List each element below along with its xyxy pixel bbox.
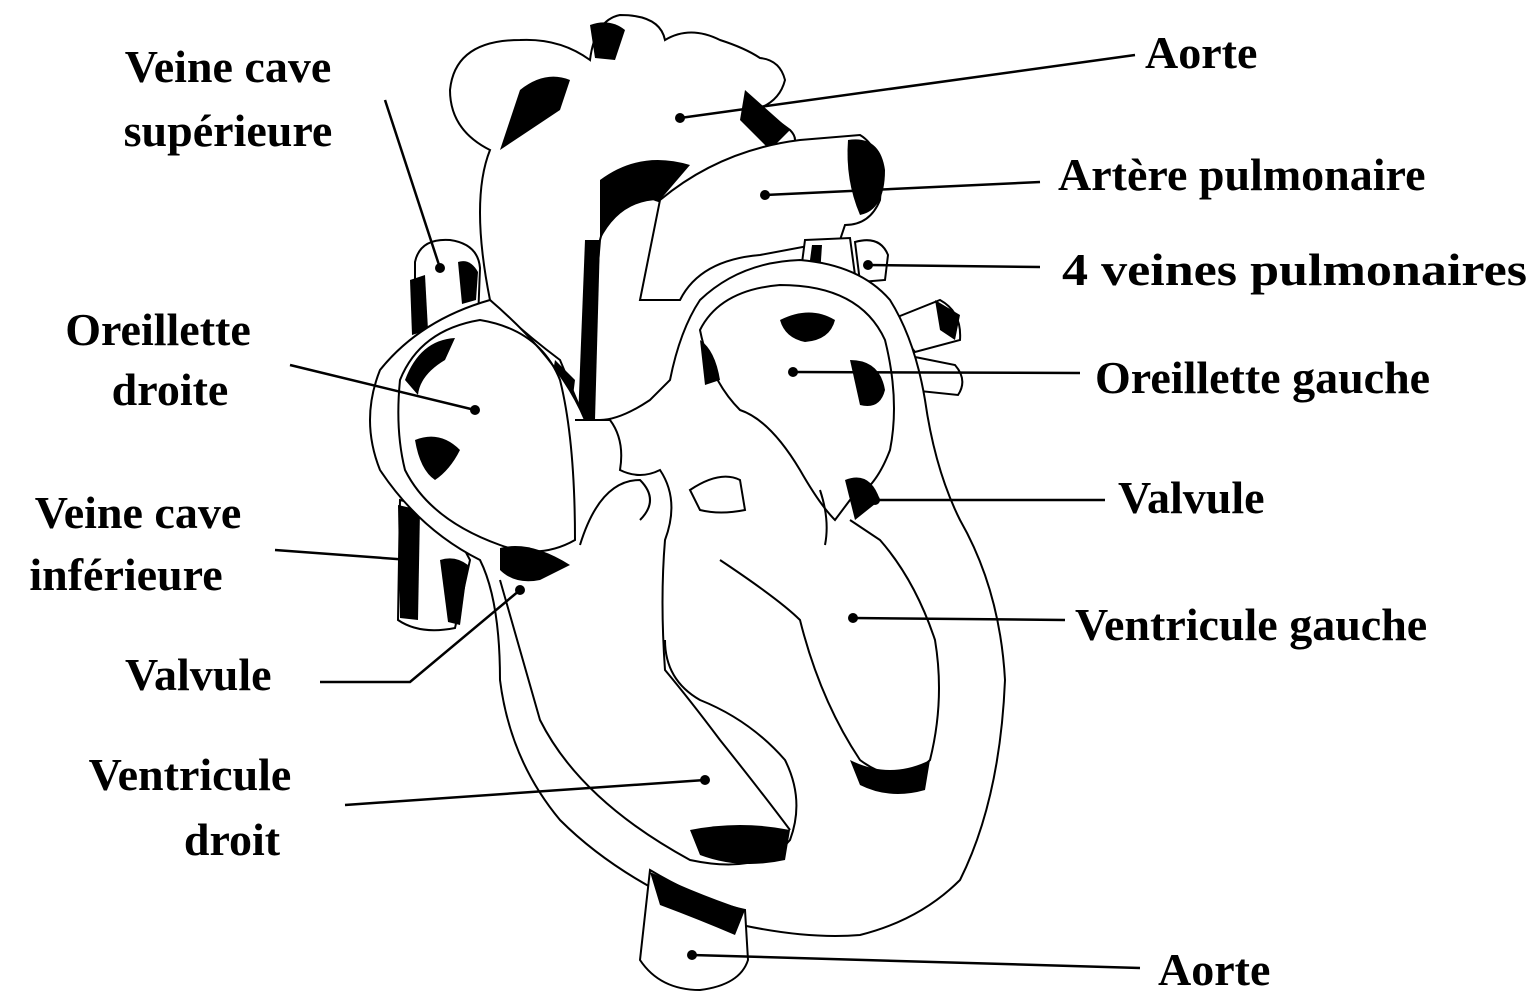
label-ventricule-gauche: Ventricule gauche [1075,599,1427,650]
label-veine-cave-inferieure-line1: Veine cave [35,487,242,538]
leader-veines-pulmonaires [868,265,1040,267]
label-veines-pulmonaires: 4 veines pulmonaires [1062,244,1527,295]
leader-veine-cave-inferieure [275,550,410,560]
leader-veine-cave-superieure [385,100,440,268]
label-artere-pulmonaire: Artère pulmonaire [1058,149,1426,200]
label-oreillette-droite-line2: droite [112,364,229,415]
label-ventricule-droit-line1: Ventricule [89,749,292,800]
label-veine-cave-superieure-line1: Veine cave [125,41,332,92]
label-aorte-bottom: Aorte [1158,944,1270,995]
leader-oreillette-gauche [793,372,1080,373]
label-aorte-top: Aorte [1145,27,1257,78]
label-veine-cave-superieure-line2: supérieure [124,105,333,156]
label-ventricule-droit-line2: droit [184,814,281,865]
label-oreillette-gauche: Oreillette gauche [1095,352,1430,403]
heart-illustration [370,15,1005,990]
heart-outline [370,260,1005,936]
label-valvule-right: Valvule [1118,472,1265,523]
label-veine-cave-inferieure-line2: inférieure [29,549,222,600]
label-valvule-left: Valvule [125,649,272,700]
leader-aorte-bottom [692,955,1140,968]
label-oreillette-droite-line1: Oreillette [65,304,251,355]
